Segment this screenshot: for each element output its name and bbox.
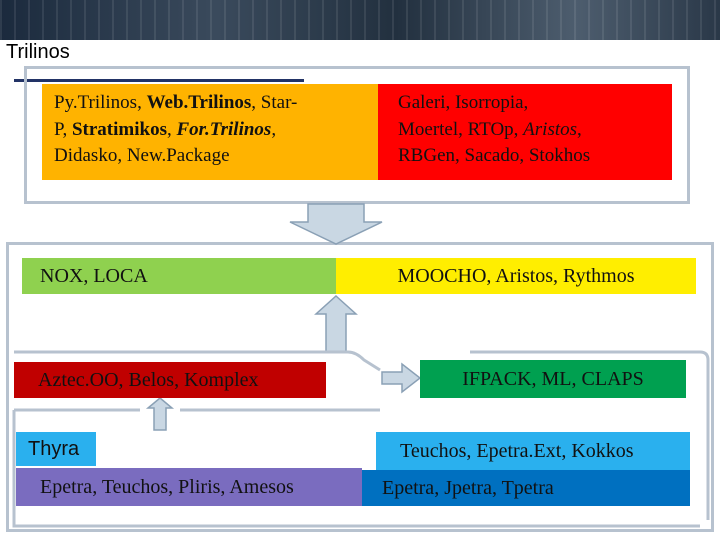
moocho-box: MOOCHO, Aristos, Rythmos [336, 258, 696, 294]
top-left-package-box: Py.Trilinos, Web.Trilinos, Star- P, Stra… [42, 84, 378, 180]
top-right-line-2: Moertel, RTOp, Aristos, [398, 117, 660, 144]
inner-frame-outline [14, 350, 381, 372]
text-segment: RBGen, Sacado, Stokhos [398, 145, 591, 167]
top-left-line-2: P, Stratimikos, For.Trilinos, [54, 117, 366, 144]
top-right-package-box: Galeri, Isorropia, Moertel, RTOp, Aristo… [378, 84, 672, 180]
epetra-right-label: Epetra, Jpetra, Tpetra [382, 477, 554, 499]
text-segment: , [271, 118, 277, 140]
lower-inner-outline [12, 408, 700, 528]
title-underline [14, 79, 304, 82]
up-arrow-icon [314, 294, 358, 353]
thyra-label: Thyra [28, 438, 80, 460]
text-segment: , [166, 118, 177, 140]
teuchos-ext-box: Teuchos, Epetra.Ext, Kokkos [376, 432, 690, 470]
nox-loca-box: NOX, LOCA [22, 258, 336, 294]
text-segment: Galeri, Isorropia, [398, 92, 529, 113]
header-banner-image [0, 0, 720, 40]
text-segment: P, [54, 118, 72, 140]
text-segment: , Star- [251, 92, 298, 113]
page-title: Trilinos [6, 41, 70, 63]
top-left-line-3: Didasko, New.Package [54, 143, 366, 170]
top-left-line-1: Py.Trilinos, Web.Trilinos, Star- [54, 90, 366, 117]
moocho-label: MOOCHO, Aristos, Rythmos [397, 265, 635, 287]
text-segment: Didasko, New.Package [54, 145, 230, 167]
epetra-right-box: Epetra, Jpetra, Tpetra [362, 470, 690, 506]
epetra-left-label: Epetra, Teuchos, Pliris, Amesos [40, 476, 294, 498]
lower-group-frame [6, 242, 714, 532]
text-segment: , [577, 118, 582, 140]
text-segment: For.Trilinos [176, 118, 272, 140]
right-arrow-icon [381, 362, 422, 394]
ifpack-label: IFPACK, ML, CLAPS [462, 368, 644, 390]
text-segment: Moertel, RTOp, [398, 118, 524, 140]
top-right-line-1: Galeri, Isorropia, [398, 90, 660, 117]
text-segment: Py.Trilinos, [54, 92, 147, 113]
small-up-arrow-icon [145, 397, 175, 431]
nox-loca-label: NOX, LOCA [40, 265, 148, 287]
thyra-box: Thyra [16, 432, 96, 466]
aztec-box: Aztec.OO, Belos, Komplex [14, 362, 326, 398]
inner-frame-outline-right [470, 350, 710, 520]
text-segment: Aristos [523, 118, 578, 140]
teuchos-ext-label: Teuchos, Epetra.Ext, Kokkos [400, 440, 634, 462]
text-segment: Web.Trilinos [146, 92, 252, 113]
epetra-left-box: Epetra, Teuchos, Pliris, Amesos [16, 468, 362, 506]
top-group-frame [24, 66, 690, 204]
header-banner-texture [0, 0, 720, 40]
top-right-line-3: RBGen, Sacado, Stokhos [398, 143, 660, 170]
ifpack-box: IFPACK, ML, CLAPS [420, 360, 686, 398]
text-segment: Stratimikos [71, 118, 167, 140]
aztec-label: Aztec.OO, Belos, Komplex [38, 369, 259, 391]
down-arrow-icon [289, 203, 383, 245]
